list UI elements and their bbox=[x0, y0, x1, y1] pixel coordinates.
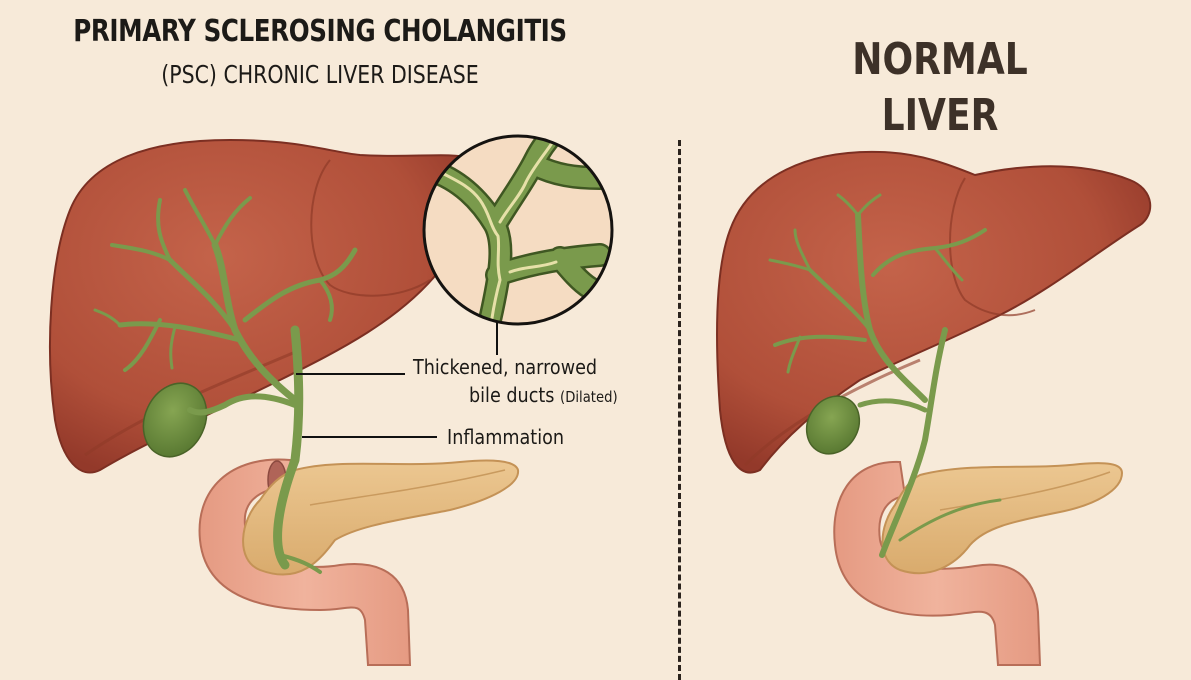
normal-title-line1: NORMAL bbox=[852, 34, 1028, 85]
normal-liver bbox=[716, 150, 1152, 474]
dashed-divider bbox=[678, 140, 681, 680]
label-inflammation: Inflammation bbox=[447, 425, 565, 449]
psc-bile-duct-tree bbox=[93, 188, 358, 574]
normal-gallbladder bbox=[805, 395, 861, 455]
psc-title: PRIMARY SCLEROSING CHOLANGITIS bbox=[73, 14, 567, 49]
normal-pancreas bbox=[881, 462, 1124, 575]
magnified-bile-duct-inset bbox=[422, 134, 614, 326]
normal-title-line2: LIVER bbox=[881, 90, 999, 141]
label-dilated: (Dilated) bbox=[560, 388, 618, 406]
label-bile-ducts: bile ducts (Dilated) bbox=[469, 383, 618, 407]
pancreas bbox=[242, 459, 520, 576]
normal-liver-title: NORMAL LIVER bbox=[735, 32, 1145, 144]
psc-gallbladder bbox=[142, 382, 208, 458]
label-bile-ducts-text: bile ducts bbox=[469, 383, 555, 407]
psc-subtitle: (PSC) CHRONIC LIVER DISEASE bbox=[161, 60, 479, 89]
label-thickened: Thickened, narrowed bbox=[413, 355, 598, 379]
psc-organs bbox=[49, 134, 614, 666]
normal-organs bbox=[716, 150, 1152, 666]
normal-bile-duct-tree bbox=[768, 193, 1002, 558]
